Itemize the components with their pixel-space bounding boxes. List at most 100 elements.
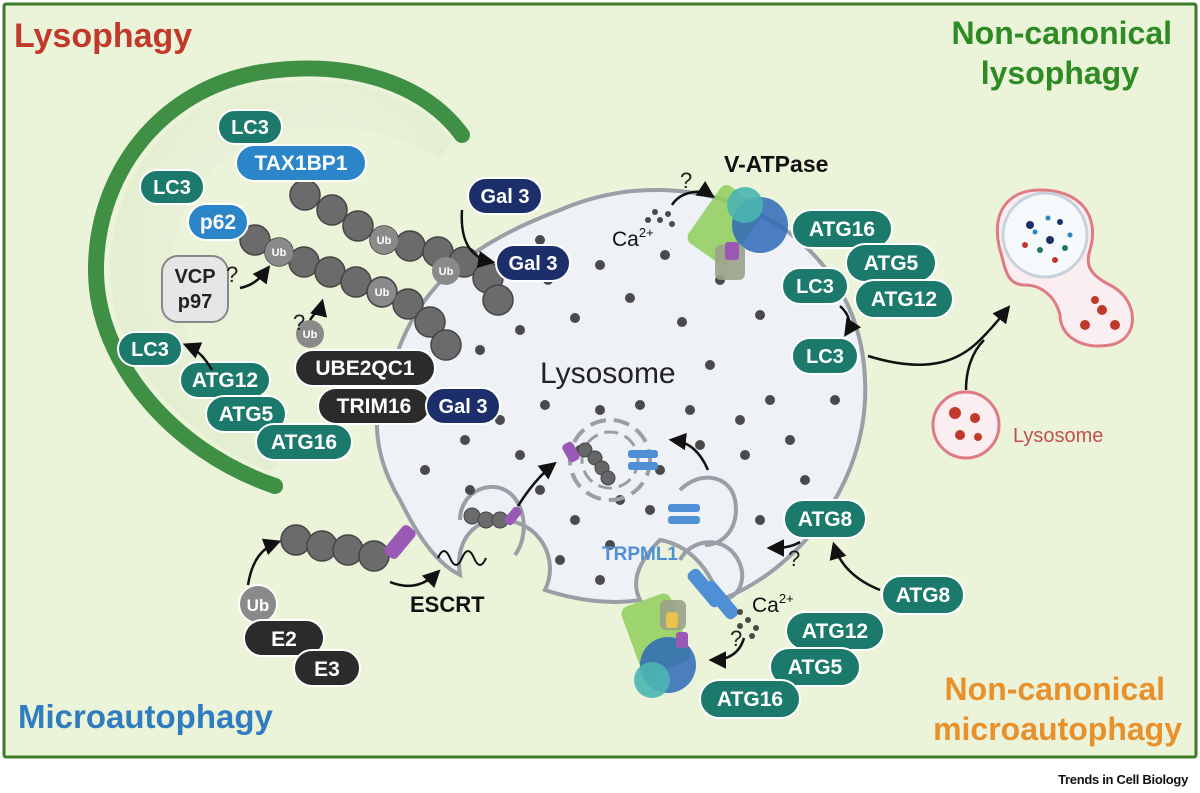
v-atpase-top xyxy=(687,185,788,280)
lysophagy-title: Lysophagy xyxy=(14,17,192,55)
svg-text:TAX1BP1: TAX1BP1 xyxy=(255,152,348,175)
question-ube2qc1: ? xyxy=(293,310,305,335)
arrow-ca-to-vatpase-bottom xyxy=(708,637,746,669)
arrow-ub-to-chain xyxy=(246,538,282,586)
atg5-bottom: ATG5 xyxy=(769,647,861,687)
atg8-upper: ATG8 xyxy=(783,499,867,539)
trpml1-channel-membrane xyxy=(687,568,739,620)
svg-text:Ub: Ub xyxy=(377,235,392,247)
tax1bp1: TAX1BP1 xyxy=(235,144,367,182)
vesicle-purple-receptor xyxy=(562,441,580,463)
trim16: TRIM16 xyxy=(317,387,431,425)
svg-text:ATG12: ATG12 xyxy=(871,288,937,311)
phagophore-membrane xyxy=(87,60,470,494)
svg-text:Gal 3: Gal 3 xyxy=(481,186,530,208)
lc3-right-top: LC3 xyxy=(781,267,849,305)
small-lysosome-label: Lysosome xyxy=(1013,425,1103,447)
calcium-label-bottom: Ca2+ xyxy=(752,591,794,617)
svg-text:p62: p62 xyxy=(200,211,236,234)
e2: E2 xyxy=(243,619,325,657)
arrow-vesicle-to-ilv xyxy=(516,461,557,507)
noncanonical-micro-title-2: microautophagy xyxy=(933,711,1182,747)
svg-text:Gal 3: Gal 3 xyxy=(509,253,558,275)
svg-text:p97: p97 xyxy=(178,291,212,313)
svg-text:UBE2QC1: UBE2QC1 xyxy=(315,357,415,380)
svg-text:Ub: Ub xyxy=(247,596,270,615)
svg-text:ATG5: ATG5 xyxy=(864,252,919,275)
atg12-bottom: ATG12 xyxy=(785,611,885,651)
svg-text:Ub: Ub xyxy=(439,266,454,278)
atg12-right: ATG12 xyxy=(854,279,954,319)
question-atg8: ? xyxy=(788,546,800,571)
ub-micro: Ub xyxy=(238,584,278,624)
ube2qc1: UBE2QC1 xyxy=(294,349,436,387)
escrt-helix xyxy=(437,550,487,566)
vesicle-small-receptor xyxy=(504,506,522,526)
arrow-lc3-lipidation-right xyxy=(839,305,862,337)
atg16-right: ATG16 xyxy=(791,209,893,249)
arrow-from-small-lysosome xyxy=(964,339,985,391)
lc3-top: LC3 xyxy=(217,109,283,145)
atg5-right: ATG5 xyxy=(845,243,937,283)
svg-text:ATG12: ATG12 xyxy=(192,369,258,392)
arrow-ca-to-vatpase xyxy=(670,180,715,206)
lc3-right-bottom: LC3 xyxy=(791,337,859,375)
svg-text:Ub: Ub xyxy=(375,287,390,299)
arrow-to-escrt xyxy=(389,569,441,589)
svg-text:LC3: LC3 xyxy=(806,346,844,368)
svg-text:ATG16: ATG16 xyxy=(271,431,337,454)
p62: p62 xyxy=(187,203,249,241)
svg-text:LC3: LC3 xyxy=(231,117,269,139)
svg-text:LC3: LC3 xyxy=(131,339,169,361)
arrow-to-fusion xyxy=(867,305,1011,366)
lysosome-invagination-right-2 xyxy=(678,540,745,602)
lysosome-invagination-right-1 xyxy=(678,475,738,547)
arrow-gal3-recruit xyxy=(460,209,496,269)
arrow-vcp xyxy=(239,265,271,290)
ubiquitin-chain-upper xyxy=(289,179,514,316)
arrow-trpml1-to-ilv xyxy=(668,432,710,471)
atg16-left: ATG16 xyxy=(255,423,353,461)
svg-text:ATG16: ATG16 xyxy=(717,688,783,711)
small-lysosome xyxy=(931,390,1001,460)
intralumenal-vesicle-inner xyxy=(580,430,640,490)
gal3-free: Gal 3 xyxy=(467,177,543,215)
arrow-atg8-to-membrane xyxy=(766,539,801,557)
vesicle-trpml1-channel xyxy=(628,450,658,470)
trpml1-channel-upper xyxy=(668,504,700,524)
svg-text:LC3: LC3 xyxy=(796,276,834,298)
svg-text:VCP: VCP xyxy=(174,266,215,288)
svg-text:TRIM16: TRIM16 xyxy=(337,395,412,418)
calcium-ions-bottom xyxy=(737,609,759,639)
ubiquitin-chain-micro xyxy=(280,524,390,572)
atg8-lower: ATG8 xyxy=(881,575,965,615)
svg-text:ATG5: ATG5 xyxy=(219,403,274,426)
calcium-ions-top xyxy=(645,209,675,227)
v-atpase-label: V-ATPase xyxy=(724,151,828,177)
v-atpase-bottom xyxy=(621,593,696,698)
escrt-label: ESCRT xyxy=(410,592,485,617)
question-v-atpase: ? xyxy=(680,168,692,193)
noncanonical-lysophagy-title-1: Non-canonical xyxy=(952,15,1172,51)
lysosome-label: Lysosome xyxy=(540,357,676,390)
lc3-left: LC3 xyxy=(117,331,183,367)
svg-text:LC3: LC3 xyxy=(153,177,191,199)
svg-text:ATG12: ATG12 xyxy=(802,620,868,643)
arrow-lc3-lipidation xyxy=(182,342,214,371)
svg-text:ATG16: ATG16 xyxy=(809,218,875,241)
svg-text:ATG5: ATG5 xyxy=(788,656,843,679)
autolysosome xyxy=(995,188,1134,348)
gal3-trim16: Gal 3 xyxy=(425,387,501,425)
vesicle-small-chain xyxy=(463,507,509,529)
e3: E3 xyxy=(293,649,361,687)
calcium-label-top: Ca2+ xyxy=(612,225,654,251)
svg-text:Gal 3: Gal 3 xyxy=(439,396,488,418)
gal3-bound: Gal 3 xyxy=(495,244,571,282)
journal-credit: Trends in Cell Biology xyxy=(1058,772,1188,787)
microautophagy-title: Microautophagy xyxy=(18,698,273,735)
question-v-atpase-bottom: ? xyxy=(730,626,742,651)
svg-text:ATG8: ATG8 xyxy=(896,584,951,607)
lc3-p62: LC3 xyxy=(139,169,205,205)
micro-purple-receptor xyxy=(384,525,416,559)
